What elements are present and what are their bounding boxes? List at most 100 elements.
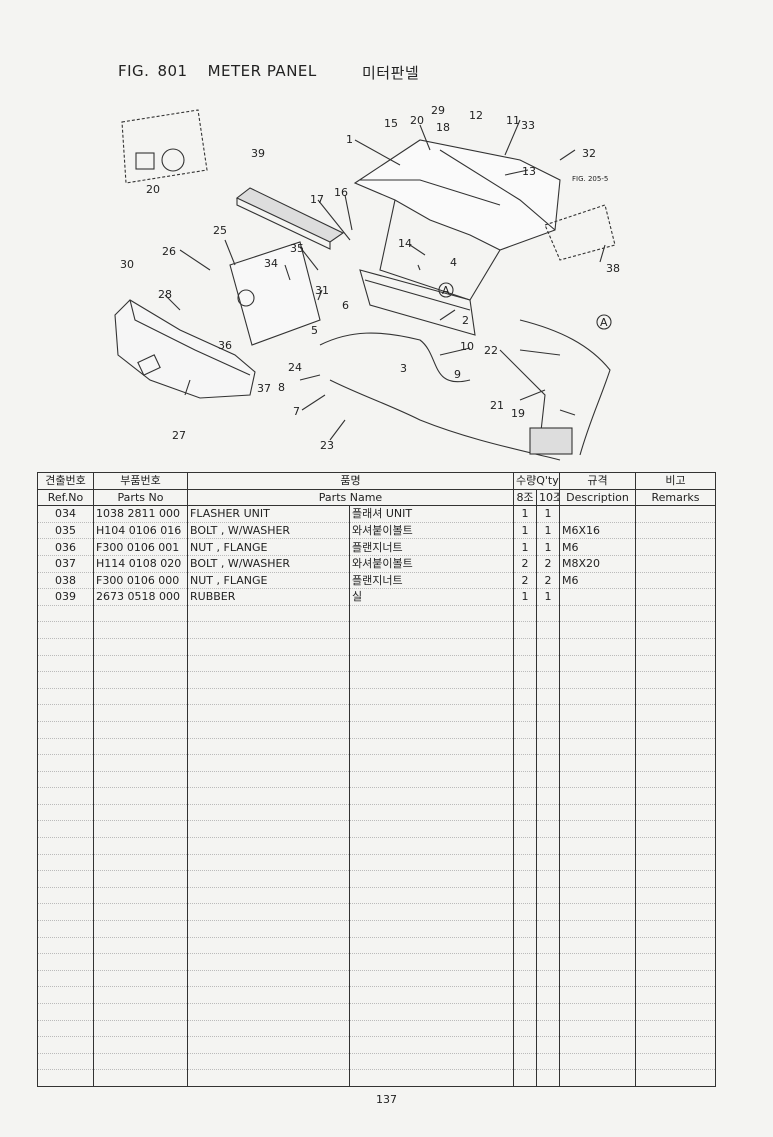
cell-name-en (187, 704, 350, 722)
cell-parts-no (93, 1036, 188, 1054)
cell-q10 (536, 837, 560, 855)
cell-name-en: RUBBER (187, 588, 350, 606)
cell-parts-no (93, 1053, 188, 1071)
cell-name-en (187, 738, 350, 756)
cell-ref (37, 655, 94, 673)
cell-q8 (513, 621, 537, 639)
cell-remarks (635, 1036, 716, 1054)
cell-q8 (513, 1020, 537, 1038)
cell-q8 (513, 787, 537, 805)
table-row (37, 704, 716, 722)
callout: 31 (315, 284, 329, 297)
header-remarks-kr: 비고 (635, 472, 716, 490)
cell-name-kr: 와셔붙이볼트 (349, 522, 514, 540)
cell-q10: 1 (536, 538, 560, 556)
cell-ref (37, 937, 94, 955)
cell-ref (37, 721, 94, 739)
cell-q8 (513, 870, 537, 888)
cell-name-kr: 와셔붙이볼트 (349, 555, 514, 573)
cell-name-en (187, 1036, 350, 1054)
cell-remarks (635, 655, 716, 673)
cell-name-kr (349, 771, 514, 789)
cell-ref (37, 903, 94, 922)
cell-name-en (187, 771, 350, 789)
cell-ref (37, 787, 94, 805)
cell-ref (37, 804, 94, 822)
cell-name-en: NUT , FLANGE (187, 572, 350, 590)
cell-remarks (635, 1069, 716, 1087)
cell-name-kr (349, 970, 514, 988)
cell-desc (559, 820, 636, 839)
cell-q10 (536, 671, 560, 689)
cell-q8 (513, 837, 537, 855)
callout: 1 (346, 133, 353, 146)
parts-table: 견출번호 부품번호 품명 수량Q'ty 규격 비고 Ref.No Parts N… (37, 472, 716, 1087)
cell-q10 (536, 638, 560, 656)
cell-parts-no (93, 721, 188, 739)
table-row (37, 986, 716, 1004)
cell-name-en (187, 671, 350, 689)
cell-ref (37, 621, 94, 639)
header-desc-en: Description (559, 488, 636, 507)
cell-parts-no (93, 837, 188, 855)
cell-remarks (635, 605, 716, 623)
cell-parts-no (93, 903, 188, 922)
cell-ref (37, 870, 94, 888)
callout: 18 (436, 121, 450, 134)
cell-name-kr (349, 937, 514, 955)
cell-ref (37, 1020, 94, 1038)
cell-q8 (513, 738, 537, 756)
callout: 37 (257, 382, 271, 395)
cell-desc (559, 870, 636, 888)
table-row (37, 937, 716, 955)
cell-ref (37, 638, 94, 656)
cell-ref (37, 1036, 94, 1054)
cell-q10 (536, 937, 560, 955)
callout: 2 (462, 314, 469, 327)
cell-name-en (187, 621, 350, 639)
table-row (37, 1020, 716, 1038)
cell-name-kr (349, 1036, 514, 1054)
cell-remarks (635, 621, 716, 639)
callout: 24 (288, 361, 302, 374)
cell-q10: 2 (536, 572, 560, 590)
callout: 13 (522, 165, 536, 178)
cell-q10: 2 (536, 555, 560, 573)
cell-q10 (536, 953, 560, 971)
cell-ref (37, 986, 94, 1004)
cell-parts-no (93, 870, 188, 888)
reference-label: FIG. 205-5 (572, 175, 608, 183)
page-number: 137 (376, 1093, 397, 1106)
cell-name-kr: 플랜지너트 (349, 572, 514, 590)
cell-q8 (513, 605, 537, 623)
cell-q8 (513, 986, 537, 1004)
table-row (37, 671, 716, 689)
table-row (37, 754, 716, 772)
cell-q10 (536, 688, 560, 706)
callout: 32 (582, 147, 596, 160)
cell-remarks (635, 538, 716, 556)
cell-name-kr (349, 953, 514, 971)
cell-q10 (536, 621, 560, 639)
cell-name-en (187, 787, 350, 805)
callout: 17 (310, 193, 324, 206)
table-row (37, 771, 716, 789)
callout: 20 (410, 114, 424, 127)
cell-name-kr (349, 688, 514, 706)
table-row (37, 837, 716, 855)
cell-remarks (635, 854, 716, 872)
cell-name-kr (349, 887, 514, 905)
exploded-parts-diagram: 1 2 3 4 5 6 7 8 9 10 11 12 13 14 15 16 1… (114, 104, 620, 461)
cell-name-kr: 실 (349, 588, 514, 606)
cell-ref: 037 (37, 555, 94, 573)
callout: 12 (469, 109, 483, 122)
table-row (37, 903, 716, 922)
cell-name-kr: 플래셔 UNIT (349, 505, 514, 523)
cell-q8 (513, 771, 537, 789)
cell-q10 (536, 854, 560, 872)
cell-q8: 1 (513, 588, 537, 606)
cell-desc (559, 887, 636, 905)
